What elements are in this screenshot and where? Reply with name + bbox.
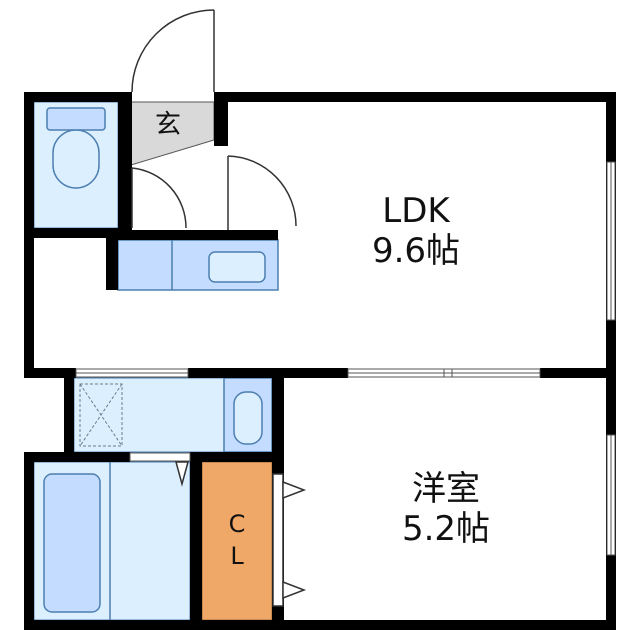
entrance-label: 玄 [155,110,181,140]
washbasin-unit [223,377,273,453]
washing-machine-pan-icon [79,383,123,447]
closet-label-c: C [229,510,246,538]
closet-door [272,473,307,607]
toilet-icon [46,107,106,189]
washbasin-icon [233,391,263,445]
door-swing-icon [131,9,297,487]
western-room-size: 5.2帖 [402,509,490,549]
bathroom-door [129,452,191,462]
sliding-door [347,368,541,378]
walls [24,92,616,630]
ldk-room-name: LDK [382,191,451,231]
closet-floor [201,461,273,621]
window-icon [606,161,616,556]
kitchen-sink-icon [208,251,266,283]
closet-label-l: L [230,542,244,570]
washroom-sliding-door [75,368,189,378]
ldk-room-size: 9.6帖 [372,231,460,271]
kitchen-counter [117,239,279,291]
bathtub-icon [43,473,101,613]
western-room-name: 洋室 [412,469,480,509]
